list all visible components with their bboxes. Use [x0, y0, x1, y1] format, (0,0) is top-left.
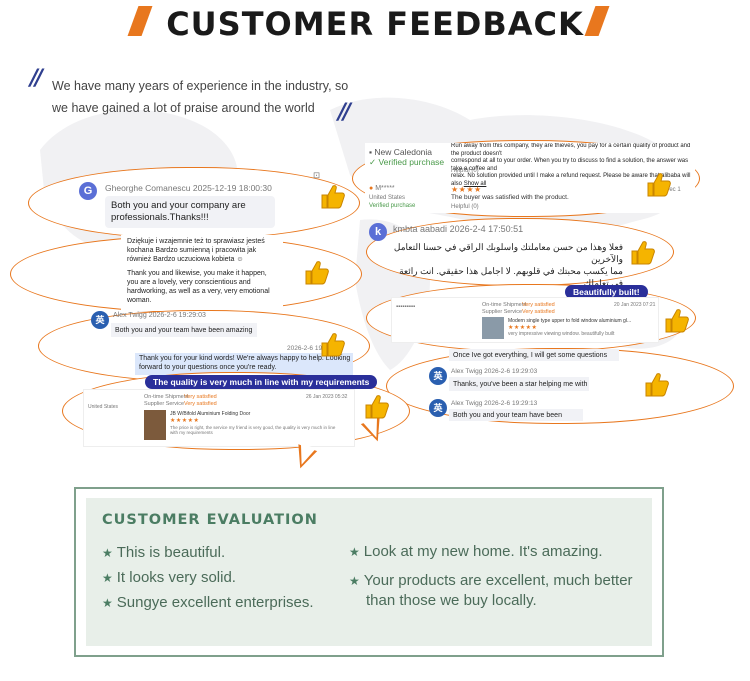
review-bubble-1: G Gheorghe Comanescu 2025-12-19 18:00:30…	[28, 167, 360, 239]
review-5-country: ▪ New Caledonia	[369, 147, 433, 157]
review-5-verified-2: Verified purchase	[369, 203, 416, 209]
intro-text: We have many years of experience in the …	[52, 75, 362, 119]
message-action-icon[interactable]: ⊡	[313, 170, 321, 180]
review-5-helpful-2[interactable]: Helpful (0)	[451, 204, 479, 210]
review-5-text-2: The buyer was satisfied with the product…	[451, 194, 569, 201]
customer-evaluation-title: CUSTOMER EVALUATION	[102, 512, 318, 528]
review-5-buyer: ● M*****	[369, 185, 395, 192]
review-2-message: Dziękuje i wzajemnie też to sprawiasz je…	[121, 235, 283, 311]
header: CUSTOMER FEEDBACK	[0, 4, 750, 44]
review-bubble-5: ▪ New Caledonia ✓ Verified purchase Run …	[352, 140, 700, 217]
thumbs-up-icon	[665, 309, 689, 333]
review-bubble-3: 英 Alex Twigg 2026-2-6 19:29:03 Both you …	[38, 310, 370, 382]
review-5-country-2: United States	[369, 195, 406, 201]
review-8-message-0: Once Ive got everything, I will get some…	[453, 352, 608, 359]
thumbs-up-icon	[321, 185, 345, 209]
evaluation-item: ★Sungye excellent enterprises.	[102, 594, 314, 611]
thumbs-up-icon	[365, 395, 389, 419]
avatar: 英	[91, 311, 109, 329]
avatar: 英	[429, 367, 447, 385]
star-icon: ★	[102, 546, 113, 560]
thumbs-up-icon	[321, 333, 345, 357]
review-5-helpful[interactable]: Helpful (0)	[451, 168, 479, 174]
thumbs-up-icon	[645, 373, 669, 397]
review-7-badge: Beautifully built!	[565, 285, 648, 299]
review-8-message-1: Thanks, you've been a star helping me wi…	[449, 377, 589, 391]
review-screenshot-4: United States On-time Shipment Supplier …	[83, 389, 355, 447]
review-8-message-2: Both you and your team have been amazing	[449, 409, 583, 421]
thumbs-up-icon	[631, 241, 655, 265]
quote-mark-open: //	[30, 66, 43, 91]
star-icon: ★	[102, 596, 113, 610]
review-bubble-6: k kmbta aabadi 2026-2-4 17:50:51 فعلا وه…	[366, 218, 674, 288]
star-icon: ★	[349, 574, 360, 588]
review-bubble-8: Once Ive got everything, I will get some…	[386, 348, 734, 424]
review-5-date: Dec 1	[665, 187, 681, 193]
thumbs-up-icon	[305, 261, 329, 285]
thumbs-up-icon	[647, 173, 671, 197]
review-1-message: Both you and your company are profession…	[105, 196, 275, 228]
review-bubble-2: Dziękuje i wzajemnie też to sprawiasz je…	[10, 235, 362, 312]
page-title: CUSTOMER FEEDBACK	[166, 5, 584, 43]
review-6-message: فعلا وهذا من حسن معاملتك واسلوبك الراقي …	[393, 242, 623, 288]
review-5-stars: ★★★★	[451, 185, 482, 194]
show-all-link[interactable]: Show all	[463, 180, 487, 187]
review-screenshot-5: ▪ New Caledonia ✓ Verified purchase Run …	[365, 143, 695, 213]
review-bubble-7: Beautifully built! ▪▪▪▪▪▪▪▪▪ On-time Shi…	[366, 284, 696, 352]
avatar: 英	[429, 399, 447, 417]
customer-evaluation-inner: CUSTOMER EVALUATION ★This is beautiful. …	[86, 498, 652, 646]
evaluation-item-continued: than those we buy locally.	[366, 592, 537, 609]
review-5-verified: ✓ Verified purchase	[369, 157, 445, 167]
review-bubble-4: The quality is very much in line with my…	[62, 372, 410, 450]
review-3-message: Both you and your team have been amazing	[111, 323, 257, 337]
star-icon: ★	[102, 571, 113, 585]
quote-mark-close: //	[338, 100, 351, 125]
review-screenshot-7: ▪▪▪▪▪▪▪▪▪ On-time Shipment Supplier Serv…	[391, 297, 659, 343]
evaluation-item: ★Look at my new home. It's amazing.	[349, 543, 603, 560]
intro-line-1: We have many years of experience in the …	[52, 79, 349, 93]
review-3-reply: Thank you for your kind words! We're alw…	[135, 353, 353, 375]
evaluation-item: ★It looks very solid.	[102, 569, 236, 586]
product-thumbnail[interactable]	[482, 317, 504, 339]
evaluation-item: ★This is beautiful.	[102, 544, 226, 561]
customer-evaluation-panel: CUSTOMER EVALUATION ★This is beautiful. …	[74, 487, 664, 657]
star-icon: ★	[349, 545, 360, 559]
product-thumbnail[interactable]	[144, 410, 166, 440]
review-1-header: Gheorghe Comanescu 2025-12-19 18:00:30	[105, 183, 272, 193]
intro-line-2: we have gained a lot of praise around th…	[52, 101, 315, 115]
avatar: k	[369, 223, 387, 241]
evaluation-item: ★Your products are excellent, much bette…	[349, 572, 633, 589]
review-5-text: Run away from this company, they are thi…	[451, 143, 691, 187]
review-6-header: kmbta aabadi 2026-2-4 17:50:51	[393, 224, 524, 234]
review-4-badge: The quality is very much in line with my…	[145, 375, 378, 389]
avatar: G	[79, 182, 97, 200]
review-3-header: Alex Twigg 2026-2-6 19:29:03	[113, 312, 206, 319]
